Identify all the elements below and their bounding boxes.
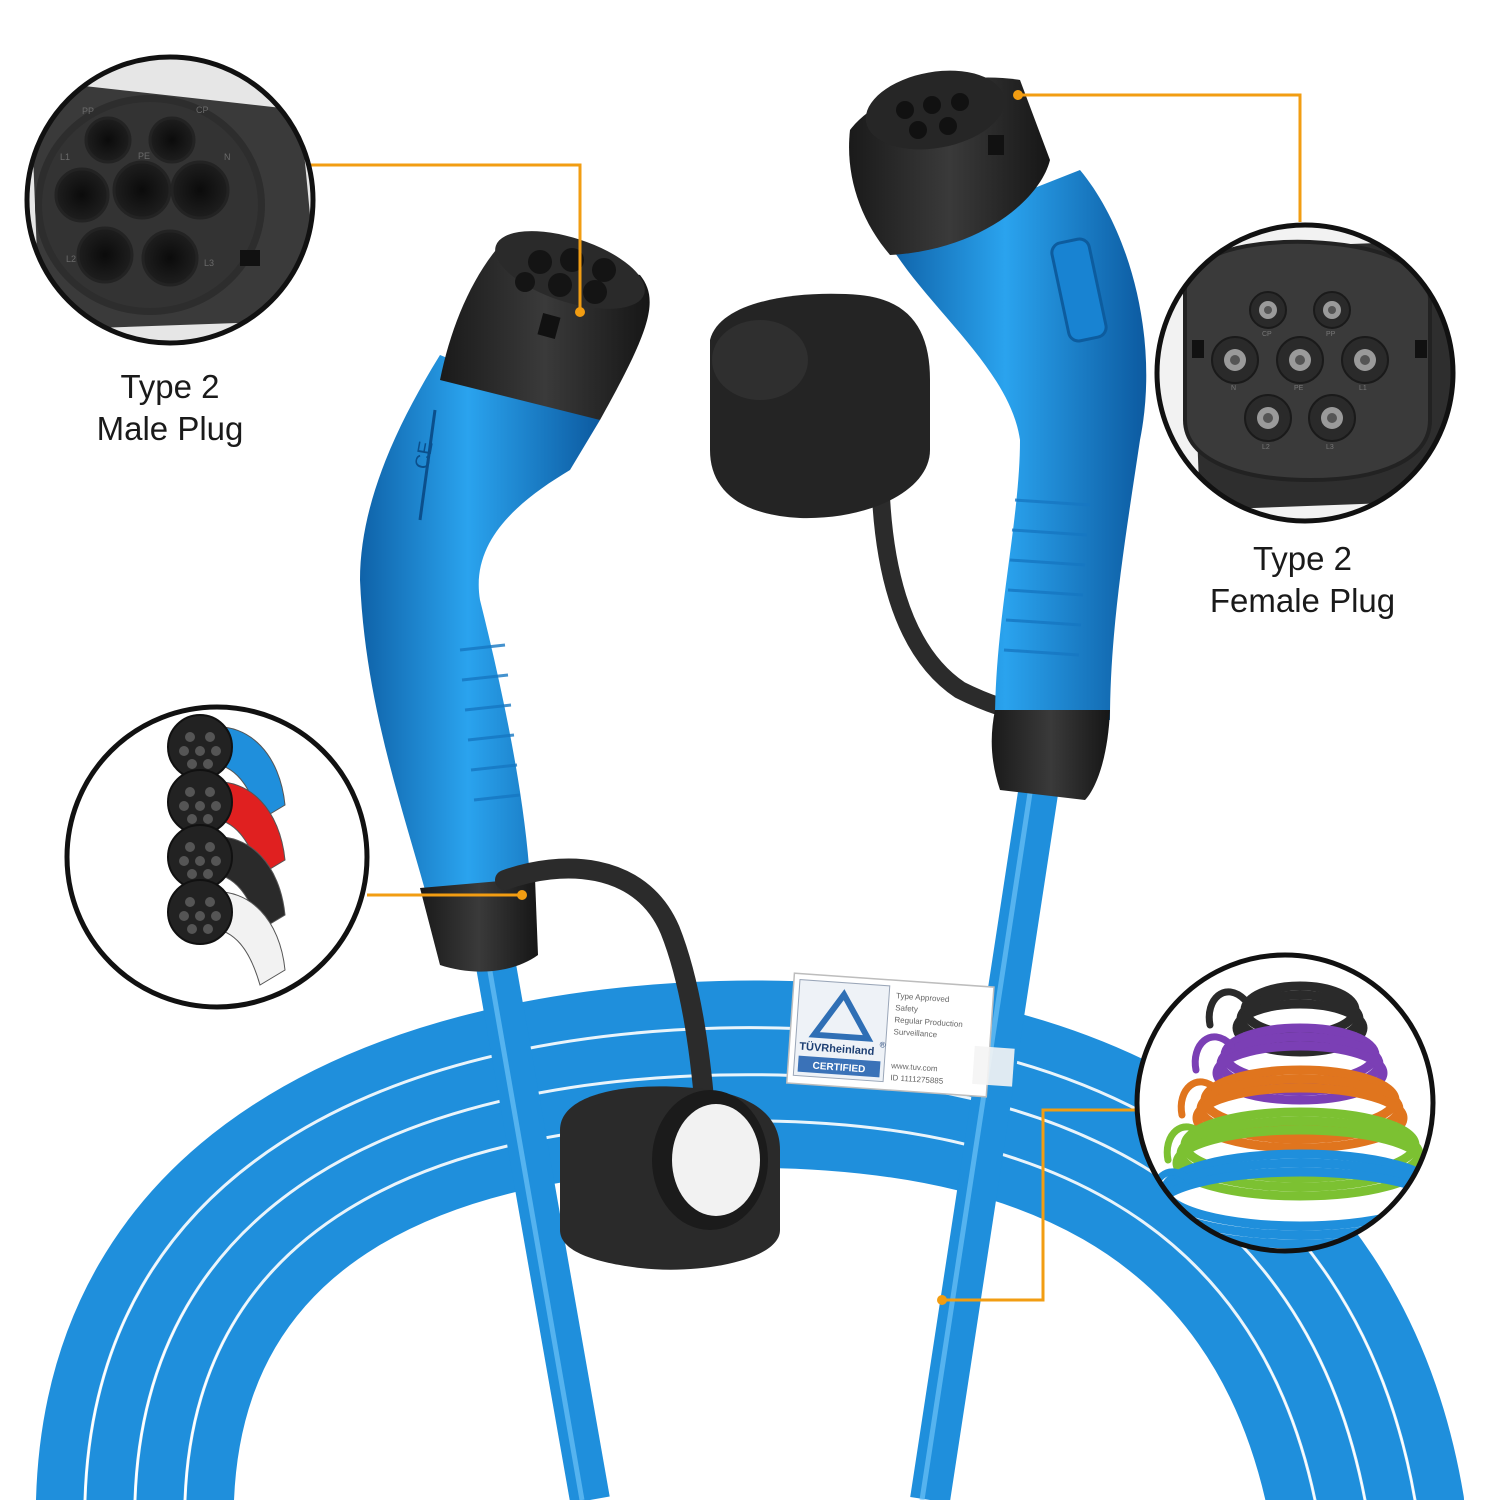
tuv-triangle-icon [808, 989, 874, 1042]
tuv-brand: TÜVRheinland [799, 1040, 875, 1058]
tuv-line-2: Safety [895, 1003, 918, 1014]
female-pin-label: L2 [1262, 444, 1270, 451]
male-plug-caption: Type 2 Male Plug [60, 366, 280, 450]
male-pin-label: CP [196, 105, 209, 115]
female-caption-line-1: Type 2 [1252, 540, 1353, 577]
callout-line-colors [942, 1108, 1137, 1302]
female-pin-label: L3 [1326, 444, 1334, 451]
male-pin-label: L3 [204, 258, 214, 268]
male-caption-line-1: Type 2 [120, 368, 220, 405]
connector-variant [167, 714, 286, 821]
female-plug-caption: Type 2 Female Plug [1170, 538, 1435, 622]
male-boot [420, 878, 538, 972]
callout-line-female [1020, 93, 1302, 222]
female-pin-label: PE [1294, 385, 1304, 392]
male-pin-label: N [224, 152, 231, 162]
male-connector: CE [360, 231, 780, 1500]
female-cable [910, 776, 1060, 1500]
tuv-line-1: Type Approved [896, 991, 950, 1004]
female-pin-label: CP [1262, 331, 1272, 338]
male-caption-line-2: Male Plug [96, 410, 244, 447]
female-connector [710, 70, 1147, 1500]
female-pin-label: PP [1326, 331, 1336, 338]
connector-variant [167, 824, 286, 931]
tuv-id: ID 1111275885 [890, 1073, 944, 1086]
callout-lines [310, 90, 1302, 1305]
tuv-certificate-label: TÜVRheinland ® CERTIFIED Type Approved S… [785, 972, 1015, 1098]
male-handle [360, 355, 600, 890]
ce-mark-icon: CE [411, 440, 437, 471]
tuv-line-4: Surveillance [893, 1027, 938, 1039]
tuv-registered: ® [879, 1040, 886, 1049]
connector-variants-circle [64, 704, 370, 1010]
female-caption-line-2: Female Plug [1209, 582, 1396, 619]
cable-colors-circle [1134, 952, 1436, 1254]
male-cable [475, 956, 610, 1500]
connector-variant [167, 879, 286, 986]
female-plug-detail-circle: CP PP N PE L1 L2 L3 [1154, 222, 1456, 524]
male-pin-label: PE [138, 151, 150, 161]
male-pin-label: PP [82, 106, 94, 116]
male-pin-label: L2 [66, 254, 76, 264]
male-plug-detail-circle: PP CP L1 PE N L2 L3 [24, 54, 316, 346]
tuv-url: www.tuv.com [890, 1061, 938, 1073]
female-pin-label: L1 [1359, 385, 1367, 392]
female-pin-label: N [1231, 385, 1236, 392]
tuv-certified-badge: CERTIFIED [812, 1061, 865, 1076]
female-boot [991, 710, 1110, 800]
callout-line-male [310, 163, 582, 310]
male-pin-label: L1 [60, 152, 70, 162]
male-cap-strap [495, 858, 715, 1120]
